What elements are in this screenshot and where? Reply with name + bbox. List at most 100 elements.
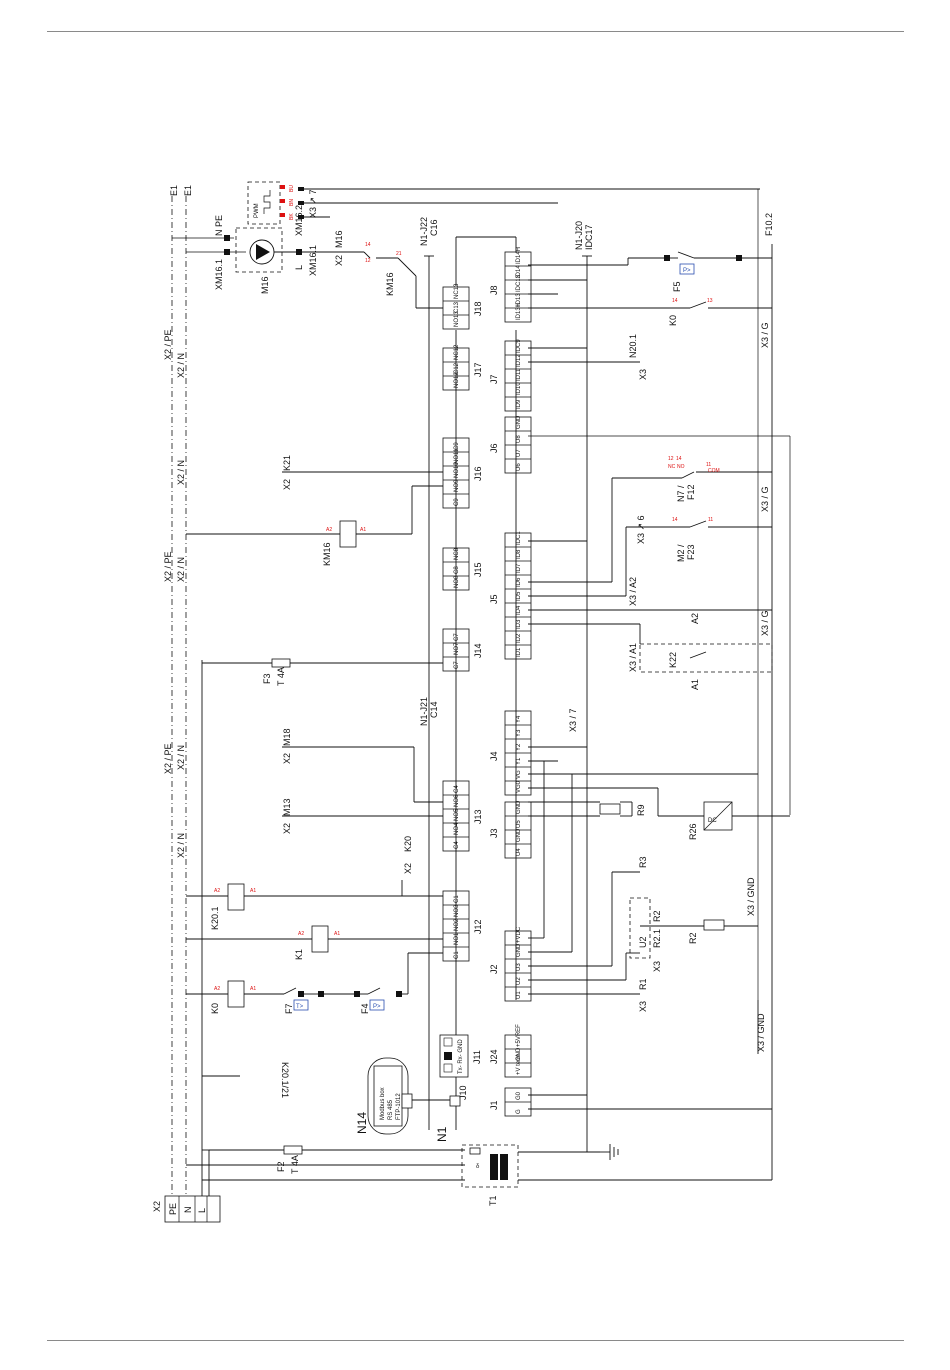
f5-label: F5 <box>672 281 682 292</box>
n1-j22-label: N1-J22 <box>419 217 429 246</box>
j10-label: J10 <box>458 1085 468 1100</box>
m2-label: M2 / <box>676 544 686 562</box>
n1-j21-label: N1-J21 <box>419 697 429 726</box>
j6-pin: U6 <box>516 463 522 471</box>
x2-m18-label: X2 <box>282 753 292 764</box>
k0-top-label: K0 <box>668 315 678 326</box>
x3-7-label: X3 ↗ 7 <box>308 189 318 218</box>
j6-label: J6 <box>489 443 499 453</box>
j7-pin: IDC9 <box>516 339 522 353</box>
k1-label: K1 <box>294 949 304 960</box>
j16-pin: C9 <box>454 442 460 450</box>
r1-label: R1 <box>638 978 648 990</box>
j5-pin: IDC1 <box>516 531 522 545</box>
k21-label: K21 <box>282 455 292 471</box>
j13-pin: C4 <box>454 785 460 793</box>
j6-pin: GND <box>516 415 522 429</box>
r26-label: R26 <box>688 823 698 840</box>
j4-pin: Y1 <box>516 757 522 765</box>
r21-label: R2.1 <box>652 929 662 948</box>
j2-pin: U3 <box>516 963 522 971</box>
x3-gnd-label-2: X3 / GND <box>756 1013 766 1052</box>
r9-resistor <box>599 803 621 815</box>
bottom-rule <box>47 1340 904 1341</box>
f7-label: F7 <box>284 1003 294 1014</box>
idc17-label: IDC17 <box>584 224 594 250</box>
m2-n11: 11 <box>708 517 713 523</box>
x3-n20-label: X3 <box>638 369 648 380</box>
x2-m16-label: X2 <box>334 255 344 266</box>
j16-pin: NO10 <box>454 462 460 478</box>
x3-r2-label: X3 <box>652 961 662 972</box>
n7-n12: 12 <box>668 456 674 462</box>
j18-label: J18 <box>473 301 483 316</box>
f12-label: F12 <box>686 484 696 500</box>
j8-pin: IDC13 <box>516 274 522 292</box>
n7-n11: 11 <box>706 462 711 468</box>
c14-label: C14 <box>429 701 439 718</box>
j7-pin: ID12 <box>516 354 522 367</box>
j7-label: J7 <box>489 374 499 384</box>
x2-n-label-4: X2 / N <box>176 745 186 770</box>
j5-pin: ID4 <box>516 605 522 615</box>
j15-pin: NC8 <box>454 547 460 560</box>
j18-pin: NO13 <box>454 311 460 327</box>
n-terminal-label: N <box>183 1207 193 1214</box>
j5-pin: ID7 <box>516 563 522 573</box>
j3-label: J3 <box>489 828 499 838</box>
j12-pin: C1 <box>454 895 460 903</box>
j14-label: J14 <box>473 643 483 658</box>
j12-label: J12 <box>473 919 483 934</box>
e1-label-a: E1 <box>169 185 179 196</box>
r3-label: R3 <box>638 856 648 868</box>
j15-label: J15 <box>473 562 483 577</box>
l-terminal-label: L <box>197 1208 207 1213</box>
m2-n14: 14 <box>672 517 678 523</box>
relay-output-column: NO13C13NC13J18NO12C12NC12J17C9NO9NO10NO1… <box>442 283 483 962</box>
j4-pin: VG <box>516 770 522 779</box>
j4-pin: Y3 <box>516 729 522 737</box>
bn-wire-label: BN <box>289 199 295 206</box>
k0-top-n13: 13 <box>707 298 713 304</box>
j14-pin: C7 <box>454 633 460 641</box>
xm162-label: XM16.2 <box>294 205 304 236</box>
j8-pin: ID13H <box>516 303 522 320</box>
x2-pe-label-3: X2 / PE <box>163 743 173 774</box>
n14-text-2: RS 485 <box>388 1099 394 1120</box>
j17-pin: NO12 <box>454 372 460 388</box>
k1-a1: A1 <box>334 931 340 937</box>
svg-text:δ: δ <box>476 1164 480 1170</box>
x3-g-label-3: X3 / G <box>760 610 770 636</box>
k0-a2: A2 <box>214 986 220 992</box>
n7-label: N7 / <box>676 485 686 502</box>
x2-n-label-3: X2 / N <box>176 557 186 582</box>
n7-no: NO <box>677 464 685 470</box>
k0-label: K0 <box>210 1003 220 1014</box>
terminal-x2-bottom: X2 PE N L <box>152 1195 221 1223</box>
km16-coil-label: KM16 <box>322 542 332 566</box>
j4-label: J4 <box>489 751 499 761</box>
j16-pin: NO9 <box>454 479 460 492</box>
j6-pin: U7 <box>516 449 522 457</box>
f3-label: F3 <box>262 673 272 684</box>
j1-pin: G0 <box>516 1091 522 1100</box>
j5-pin: ID3 <box>516 619 522 629</box>
m18-label: M18 <box>282 728 292 746</box>
j13-pin: C4 <box>454 841 460 849</box>
j24-pin: GND <box>516 1047 522 1061</box>
j4-pin: Y2 <box>516 743 522 751</box>
j17-label: J17 <box>473 362 483 377</box>
t1-label: T1 <box>488 1195 498 1206</box>
j3-pin: GND <box>516 800 522 814</box>
t1-transformer: δ T1 <box>461 1144 772 1206</box>
km16-n12: 12 <box>365 258 371 264</box>
k22-box <box>639 643 773 673</box>
x2-bottom-label: X2 <box>152 1201 162 1212</box>
j2-pin: U2 <box>516 977 522 985</box>
n20-1-label: N20.1 <box>628 334 638 358</box>
k0-a1: A1 <box>250 986 256 992</box>
j18-pin: C13 <box>454 301 460 313</box>
f2-rating: T 4A <box>290 1155 300 1174</box>
km16-n14: 14 <box>365 242 371 248</box>
